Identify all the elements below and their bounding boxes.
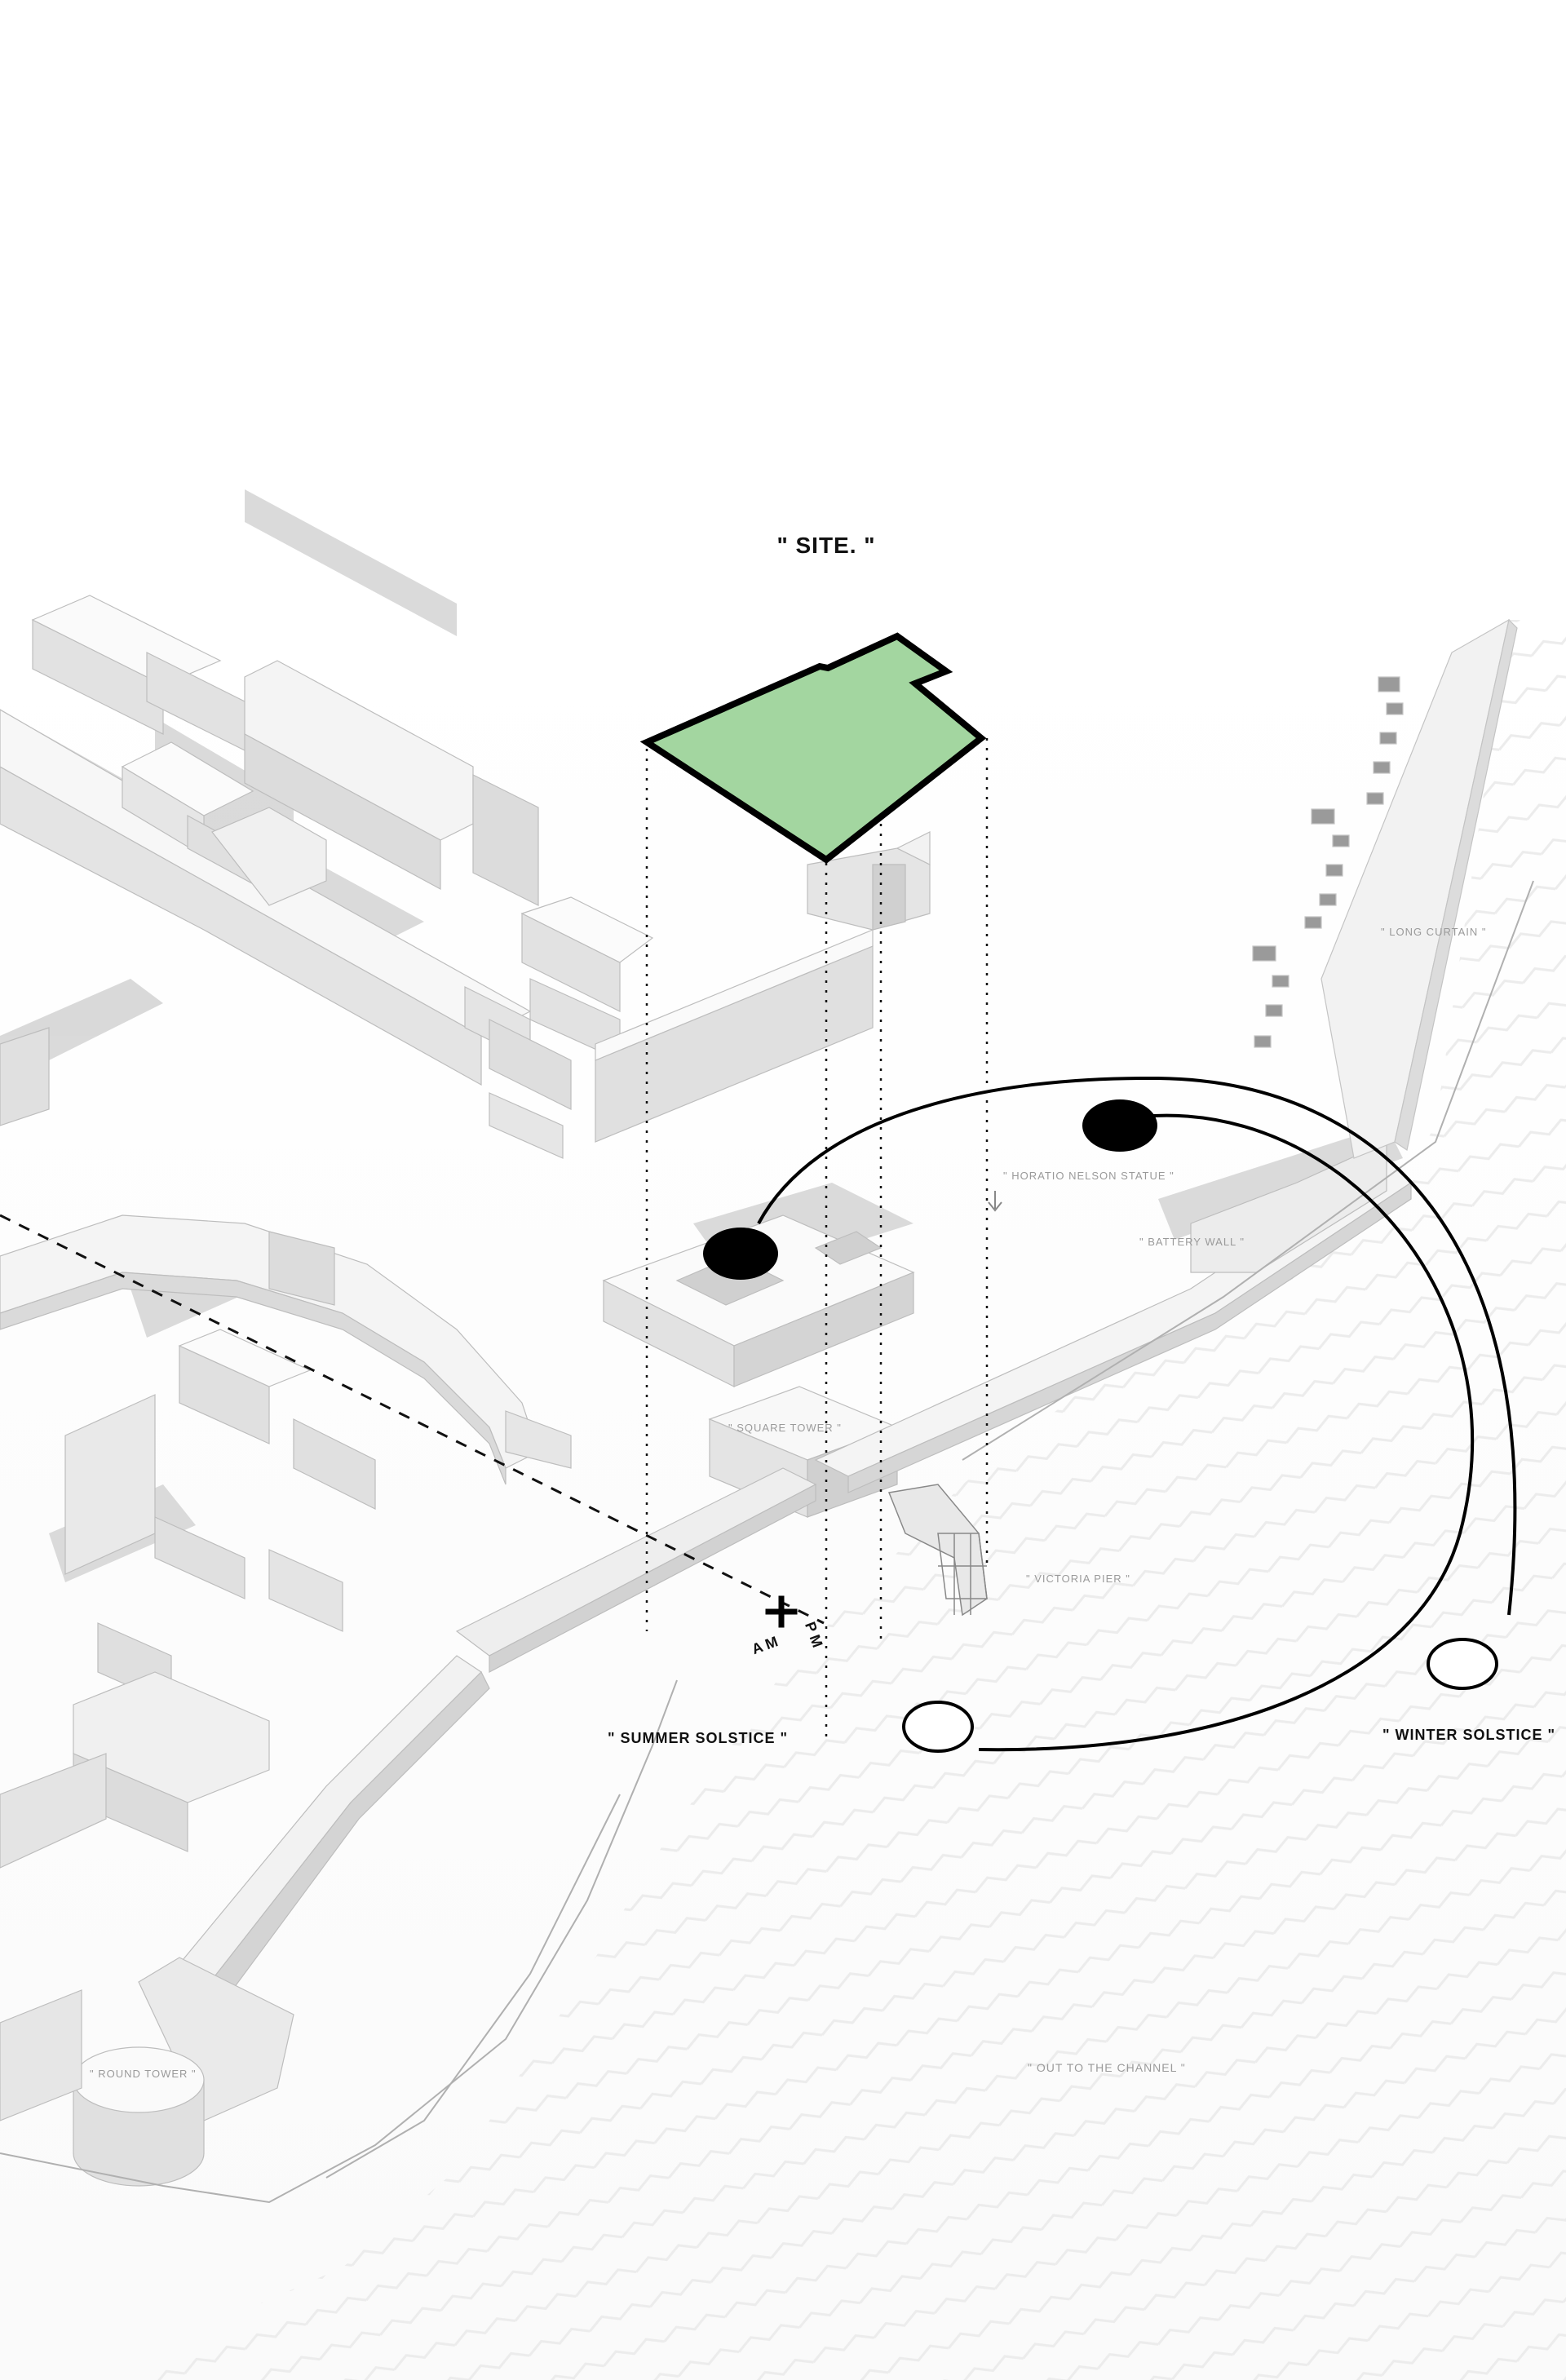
label-summer-solstice: " SUMMER SOLSTICE " <box>608 1730 788 1746</box>
shoreline <box>0 880 1534 2204</box>
site-building <box>807 831 931 931</box>
compass-cross <box>765 1595 798 1628</box>
victoria-pier <box>887 1484 988 1617</box>
label-out-to-the-channel: " OUT TO THE CHANNEL " <box>1028 2061 1186 2074</box>
long-curtain-wall <box>1252 618 1518 1159</box>
round-tower <box>0 1989 205 2187</box>
label-victoria-pier: " VICTORIA PIER " <box>1026 1573 1130 1585</box>
sun-summer-marker <box>703 1228 778 1280</box>
label-horatio-nelson-statue: " HORATIO NELSON STATUE " <box>1003 1170 1174 1182</box>
label-winter-solstice: " WINTER SOLSTICE " <box>1382 1727 1555 1743</box>
channel-water <box>114 620 1566 2380</box>
sun-path <box>757 1076 1517 1752</box>
site-plan-outline <box>639 632 987 864</box>
dashed-axis-line <box>0 1214 825 1625</box>
label-battery-wall: " BATTERY WALL " <box>1139 1236 1245 1248</box>
projection-lines <box>645 738 989 1737</box>
label-long-curtain: " LONG CURTAIN " <box>1381 926 1486 938</box>
central-building <box>602 1214 915 1387</box>
coastal-path <box>138 1467 817 2121</box>
buildings-middle <box>0 1027 572 1869</box>
site-title: " SITE. " <box>776 533 875 558</box>
buildings-upper <box>0 595 874 1159</box>
statue-marker <box>988 1191 1002 1212</box>
sun-winter-marker <box>1082 1099 1157 1152</box>
summer-solstice-circle <box>902 1701 974 1753</box>
label-round-tower: " ROUND TOWER " <box>90 2068 197 2080</box>
battery-wall <box>814 1141 1412 1493</box>
label-square-tower: " SQUARE TOWER " <box>728 1422 842 1434</box>
winter-solstice-circle <box>1427 1638 1498 1690</box>
